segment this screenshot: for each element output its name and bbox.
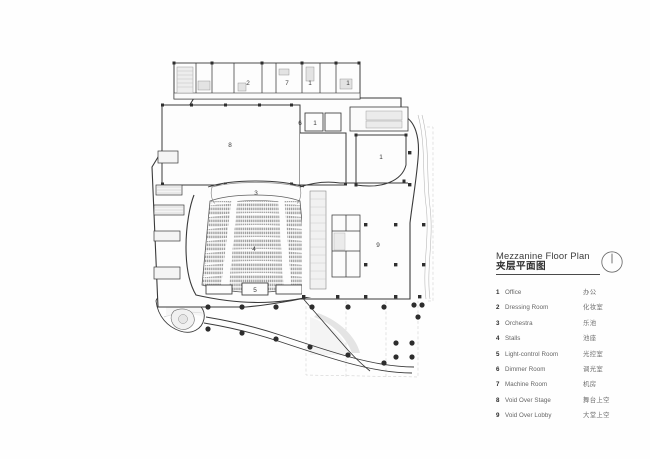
label-void-over-lobby: 9 <box>376 242 380 249</box>
legend-heading: Mezzanine Floor Plan 夹层平面图 <box>496 250 600 275</box>
legend-item-list: 1 Office 办公 2 Dressing Room 化妆室 3 Orches… <box>496 287 636 426</box>
legend-item-dressing-room: 2 Dressing Room 化妆室 <box>496 302 636 317</box>
legend-label-chinese: 化妆室 <box>583 304 604 312</box>
legend-number: 5 <box>496 350 500 358</box>
plaza-pavilion <box>170 308 195 330</box>
legend-item-void-over-lobby: 9 Void Over Lobby 大堂上空 <box>496 410 636 425</box>
lobby-column-grid <box>302 151 426 299</box>
label-machine-room: 7 <box>285 80 289 87</box>
label-orchestra: 3 <box>254 190 258 197</box>
dimmer-and-office-rooms <box>304 112 342 132</box>
legend-label-chinese: 机房 <box>583 381 597 389</box>
legend-label-chinese: 舞台上空 <box>583 396 610 404</box>
legend-item-orchestra: 3 Orchestra 乐池 <box>496 318 636 333</box>
label-stalls: 4 <box>252 246 256 253</box>
legend-title-english: Mezzanine Floor Plan <box>496 250 590 261</box>
legend-label-chinese: 光控室 <box>583 350 604 358</box>
legend-title-chinese: 夹层平面图 <box>496 261 546 272</box>
lobby-escalator <box>309 190 327 290</box>
label-office-right: 1 <box>379 154 383 161</box>
plan-vector-graphic: 2 7 1 1 6 1 8 1 3 4 5 9 <box>151 61 434 378</box>
legend-number: 7 <box>496 381 500 389</box>
legend-label-english: Machine Room <box>505 381 548 389</box>
plaza-tree-dots <box>183 302 425 366</box>
legend-label-english: Dressing Room <box>505 304 549 312</box>
label-light-control: 5 <box>253 287 257 294</box>
legend-label-chinese: 池座 <box>583 335 597 343</box>
legend-item-machine-room: 7 Machine Room 机房 <box>496 379 636 394</box>
legend-number: 4 <box>496 335 500 343</box>
legend-label-english: Void Over Stage <box>505 396 551 404</box>
legend-label-chinese: 大堂上空 <box>583 412 610 420</box>
legend-item-stalls: 4 Stalls 池座 <box>496 333 636 348</box>
legend-label-english: Office <box>505 289 522 296</box>
legend-panel: Mezzanine Floor Plan 夹层平面图 1 Office 办公 2… <box>496 250 636 426</box>
plaza-paving <box>166 302 360 355</box>
column-markers-top <box>172 61 361 65</box>
legend-item-light-control-room: 5 Light-control Room 光控室 <box>496 349 636 364</box>
legend-label-english: Void Over Lobby <box>505 412 552 420</box>
legend-number: 2 <box>496 304 500 312</box>
north-arrow-icon <box>601 251 623 273</box>
label-office-top-b: 1 <box>346 80 350 87</box>
legend-label-chinese: 调光室 <box>583 365 604 373</box>
legend-item-dimmer-room: 6 Dimmer Room 调光室 <box>496 364 636 379</box>
legend-label-chinese: 办公 <box>583 289 597 296</box>
label-office-small: 1 <box>313 120 317 127</box>
legend-number: 6 <box>496 365 500 373</box>
legend-number: 3 <box>496 319 500 327</box>
legend-number: 1 <box>496 289 500 296</box>
legend-label-english: Light-control Room <box>505 350 559 358</box>
legend-label-chinese: 乐池 <box>583 319 597 327</box>
label-office-top-a: 1 <box>308 80 312 87</box>
upper-room-strip <box>172 61 361 100</box>
legend-number: 8 <box>496 396 500 404</box>
legend-item-office: 1 Office 办公 <box>496 287 636 302</box>
legend-number: 9 <box>496 412 500 420</box>
legend-label-english: Orchestra <box>505 319 533 327</box>
light-control-room <box>205 282 303 296</box>
legend-label-english: Stalls <box>505 335 521 343</box>
label-dressing-room: 2 <box>246 80 250 87</box>
label-void-over-stage: 8 <box>228 142 232 149</box>
label-dimmer-room: 6 <box>298 120 302 127</box>
floor-plan-drawing: 2 7 1 1 6 1 8 1 3 4 5 9 <box>150 55 460 385</box>
legend-label-english: Dimmer Room <box>505 365 546 373</box>
office-right-room <box>349 106 409 187</box>
legend-item-void-over-stage: 8 Void Over Stage 舞台上空 <box>496 395 636 410</box>
plan-room-number-labels: 2 7 1 1 6 1 8 1 3 4 5 9 <box>228 80 383 294</box>
